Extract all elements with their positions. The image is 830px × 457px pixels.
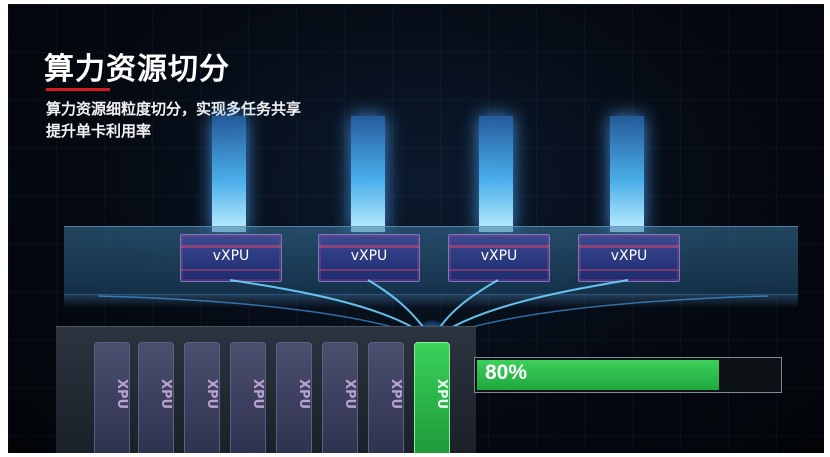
xpu-card-label: XPU <box>342 379 357 410</box>
xpu-card-label: XPU <box>204 379 219 410</box>
title-accent-bar <box>46 88 110 91</box>
vxpu-card-label: vXPU <box>350 248 388 264</box>
xpu-card-label: XPU <box>296 379 311 410</box>
light-beam <box>351 116 385 232</box>
page-title: 算力资源切分 <box>44 52 230 87</box>
subtitle-line-2: 提升单卡利用率 <box>46 122 152 140</box>
vxpu-card: vXPU <box>318 234 420 282</box>
xpu-card-active: XPU <box>414 342 450 453</box>
vxpu-card: vXPU <box>180 234 282 282</box>
xpu-card: XPU <box>94 342 130 453</box>
xpu-card: XPU <box>138 342 174 453</box>
xpu-card-label: XPU <box>250 379 265 410</box>
light-beam <box>479 116 513 232</box>
vxpu-card: vXPU <box>448 234 550 282</box>
xpu-card-label: XPU <box>158 379 173 410</box>
xpu-card: XPU <box>230 342 266 453</box>
subtitle: 算力资源细粒度切分，实现多任务共享 提升单卡利用率 <box>46 98 301 142</box>
vxpu-card-label: vXPU <box>610 248 648 264</box>
xpu-card: XPU <box>322 342 358 453</box>
xpu-card-label: XPU <box>434 379 449 410</box>
light-curve <box>431 295 769 341</box>
light-beam <box>212 116 246 232</box>
xpu-card: XPU <box>368 342 404 453</box>
xpu-card: XPU <box>184 342 220 453</box>
xpu-card-label: XPU <box>114 379 129 410</box>
xpu-card-label: XPU <box>388 379 403 410</box>
vxpu-card: vXPU <box>578 234 680 282</box>
xpu-card: XPU <box>276 342 312 453</box>
slide: 算力资源切分 算力资源细粒度切分，实现多任务共享 提升单卡利用率 vXPU vX… <box>8 4 824 453</box>
utilization-percent: 80% <box>485 361 528 384</box>
utilization-bar: 80% <box>474 357 782 393</box>
subtitle-line-1: 算力资源细粒度切分，实现多任务共享 <box>46 100 302 118</box>
utilization-bar-fill <box>477 360 719 390</box>
vxpu-card-label: vXPU <box>480 248 518 264</box>
light-beam <box>610 116 644 232</box>
vxpu-card-label: vXPU <box>212 248 250 264</box>
